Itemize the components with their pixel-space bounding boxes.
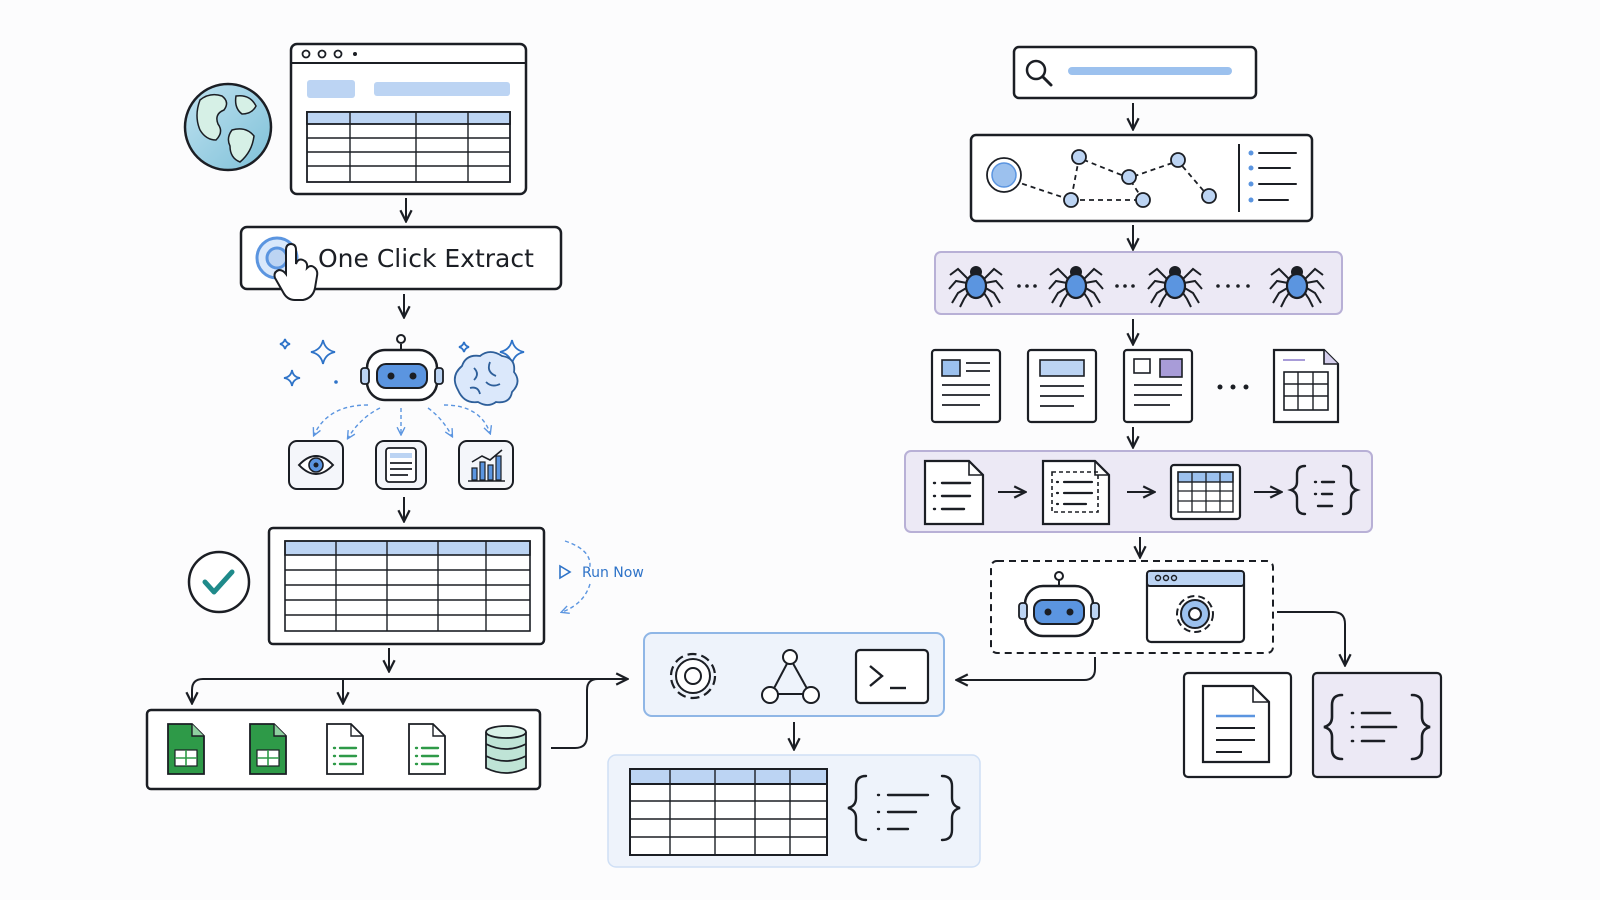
eye-tool-tile [288, 440, 344, 490]
ellipsis-icon [1217, 384, 1249, 390]
terminal-icon [854, 648, 930, 705]
json-output-tile [1311, 671, 1443, 779]
spreadsheet-icon [249, 723, 287, 775]
run-now-label: Run Now [582, 565, 644, 581]
document-icon [1201, 684, 1271, 764]
run-now-link[interactable]: Run Now [559, 540, 644, 612]
gear-icon [1176, 595, 1214, 633]
result-table [267, 526, 546, 646]
link-graph-icon [986, 149, 1217, 208]
json-icon [847, 774, 961, 842]
document-output-tile [1182, 671, 1293, 779]
json-icon [1287, 464, 1361, 516]
document-tool-tile [375, 440, 427, 490]
search-bar[interactable] [1012, 45, 1258, 100]
media-page-icon [1122, 348, 1194, 424]
play-icon [559, 564, 572, 580]
json-icon [1323, 693, 1431, 761]
list-doc-icon [923, 459, 985, 526]
chart-tool-tile [458, 440, 514, 490]
list-icon [1248, 150, 1297, 203]
crawlers-row [934, 251, 1343, 315]
output-branch-arrows [192, 679, 626, 749]
form-page-icon [1026, 348, 1098, 424]
ai-connectors [314, 404, 490, 438]
spider-crawler-icon [1147, 266, 1203, 308]
spider-crawler-icon [948, 266, 1004, 308]
article-page-icon [930, 348, 1002, 424]
csv-file-icon [408, 723, 446, 775]
spider-crawler-icon [1269, 266, 1325, 308]
database-icon [485, 725, 527, 774]
brain-icon [453, 351, 519, 406]
eye-icon [297, 455, 335, 475]
crawl-map-panel [969, 133, 1314, 223]
structured-output-panel [607, 754, 981, 868]
export-formats-tray [145, 708, 542, 791]
check-circle-icon [187, 550, 251, 614]
table-icon [1169, 463, 1242, 521]
search-icon [1025, 59, 1053, 87]
parsed-doc-icon [1041, 459, 1111, 526]
csv-file-icon [326, 723, 364, 775]
browser-table [306, 111, 511, 183]
list-doc-icon [385, 447, 417, 483]
hand-pointer-icon [273, 242, 319, 301]
parsing-pipeline [904, 450, 1373, 533]
table-page-icon [1272, 348, 1340, 424]
settings-window-icon [1145, 569, 1246, 644]
gear-icon [669, 652, 717, 700]
table-icon [629, 768, 828, 856]
one-click-extract-button[interactable]: One Click Extract [239, 225, 563, 301]
one-click-extract-label: One Click Extract [318, 244, 534, 273]
browser-window [289, 42, 528, 196]
graph-nodes-icon [761, 649, 820, 704]
spreadsheet-icon [167, 723, 205, 775]
globe-icon [183, 82, 273, 172]
processing-hub [643, 632, 945, 717]
bar-chart-icon [468, 449, 505, 482]
arrow [1277, 611, 1345, 664]
robot-icon [1018, 571, 1100, 638]
sparkle-dot [334, 380, 338, 384]
spider-crawler-icon [1048, 266, 1104, 308]
automation-group [990, 560, 1274, 654]
robot-icon [360, 334, 444, 402]
arrow [958, 657, 1096, 680]
